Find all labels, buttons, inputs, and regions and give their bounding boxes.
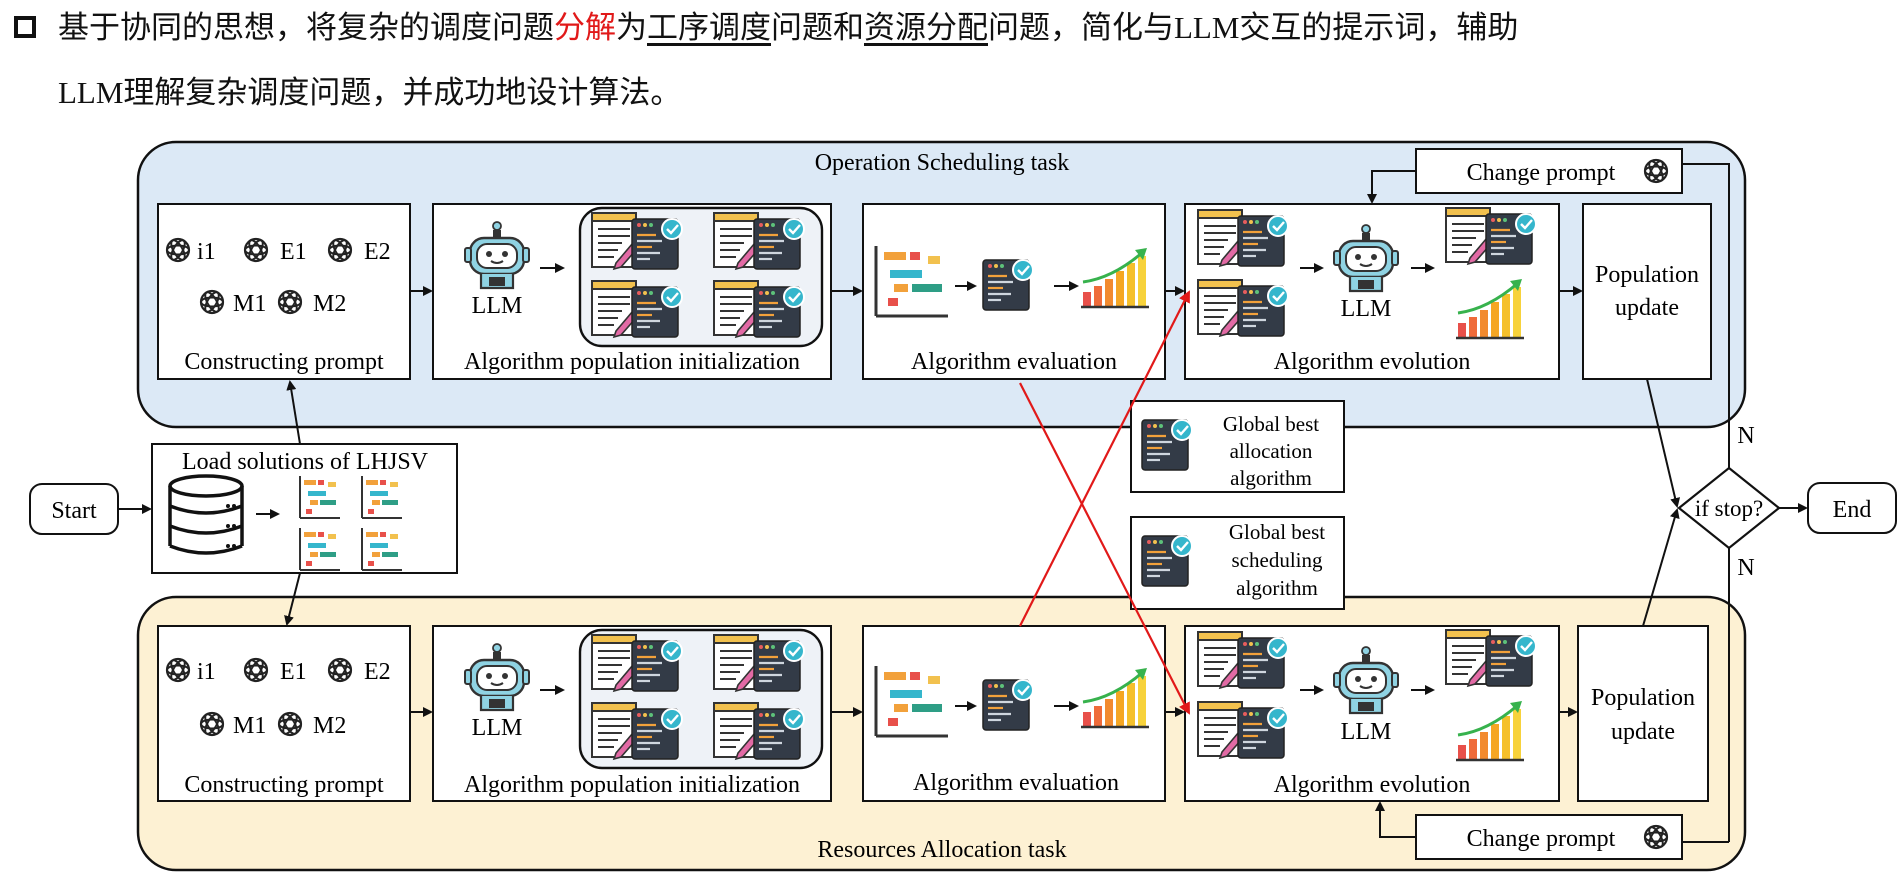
init-label-top: Algorithm population initialization: [464, 349, 800, 375]
llm-label: LLM: [472, 293, 523, 319]
text-seg: 问题，简化与LLM交互的提示词，辅助: [988, 10, 1519, 45]
bottom-task-title: Resources Allocation task: [817, 837, 1066, 863]
if-stop-label: if stop?: [1695, 496, 1763, 521]
algorithm-icon: [1198, 632, 1288, 688]
highlight-decompose: 分解: [554, 10, 616, 45]
red-arrow-alloc-to-sched: [1019, 290, 1190, 627]
population-update-label: Population: [1591, 685, 1695, 711]
n-label-top: N: [1737, 423, 1754, 449]
underline-operation-scheduling: 工序调度: [647, 10, 771, 45]
population-update-label: update: [1611, 719, 1675, 745]
population-update-box-bottom: [1577, 625, 1709, 802]
algorithm-icon: [592, 213, 682, 269]
code-check-icon: [1140, 534, 1194, 588]
algorithm-icon: [714, 635, 804, 691]
change-prompt-label: Change prompt: [1467, 826, 1616, 852]
end-label: End: [1833, 497, 1872, 523]
op-e2: E2: [364, 659, 391, 685]
algorithm-icon: [592, 635, 682, 691]
op-e1: E1: [280, 659, 307, 685]
code-check-icon: [981, 258, 1035, 312]
global-sched-line: scheduling: [1232, 548, 1323, 572]
global-alloc-line: Global best: [1223, 412, 1319, 436]
text-seg: 为: [616, 10, 647, 45]
global-sched-line: algorithm: [1236, 576, 1318, 600]
text-seg: 基于协同的思想，将复杂的调度问题: [58, 10, 554, 45]
prompt-ops-bottom: i1 E1 E2 M1 M2: [165, 657, 391, 739]
algorithm-icon: [592, 703, 682, 759]
llm-label: LLM: [472, 715, 523, 741]
op-i1: i1: [197, 239, 216, 265]
algorithm-icon: [714, 213, 804, 269]
algorithm-icon: [714, 281, 804, 337]
global-alloc-line: allocation: [1230, 439, 1313, 463]
code-check-icon: [1140, 418, 1194, 472]
op-i1: i1: [197, 659, 216, 685]
prompt-ops-top: i1 E1 E2 M1 M2: [165, 237, 391, 317]
population-update-box-top: [1582, 203, 1712, 380]
change-prompt-box-bottom: [1415, 814, 1683, 860]
algorithm-icon: [1198, 210, 1288, 266]
algorithm-icon: [1446, 208, 1536, 264]
constructing-prompt-label-top: Constructing prompt: [184, 349, 384, 375]
population-update-label: update: [1615, 295, 1679, 321]
global-alloc-line: algorithm: [1230, 466, 1312, 490]
bullet-line-2: LLM理解复杂调度问题，并成功地设计算法。: [58, 75, 682, 110]
constructing-prompt-label-bottom: Constructing prompt: [184, 772, 384, 798]
top-task-title: Operation Scheduling task: [815, 150, 1070, 176]
load-solutions-label: Load solutions of LHJSV: [182, 449, 429, 475]
evaluation-label-top: Algorithm evaluation: [911, 349, 1117, 375]
evolution-label-top: Algorithm evolution: [1274, 349, 1471, 375]
population-update-label: Population: [1595, 262, 1699, 288]
n-label-bottom: N: [1737, 555, 1754, 581]
op-m2: M2: [313, 291, 346, 317]
op-m1: M1: [233, 713, 266, 739]
bullet-square-icon: [14, 16, 36, 38]
code-check-icon: [981, 678, 1035, 732]
algorithm-icon: [1198, 702, 1288, 758]
op-m1: M1: [233, 291, 266, 317]
op-e2: E2: [364, 239, 391, 265]
evolution-label-bottom: Algorithm evolution: [1274, 772, 1471, 798]
underline-resource-allocation: 资源分配: [864, 10, 988, 45]
algorithm-icon: [592, 281, 682, 337]
red-arrow-sched-to-alloc: [1019, 382, 1190, 715]
algorithm-icon: [1446, 630, 1536, 686]
end-node: [1807, 482, 1897, 534]
llm-label: LLM: [1341, 296, 1392, 322]
algorithm-icon: [1198, 280, 1288, 336]
algorithm-icon: [714, 703, 804, 759]
text-seg: 问题和: [771, 10, 864, 45]
global-sched-line: Global best: [1229, 520, 1325, 544]
change-prompt-label: Change prompt: [1467, 160, 1616, 186]
init-label-bottom: Algorithm population initialization: [464, 772, 800, 798]
op-m2: M2: [313, 713, 346, 739]
op-e1: E1: [280, 239, 307, 265]
evaluation-label-bottom: Algorithm evaluation: [913, 770, 1119, 796]
change-prompt-box-top: [1415, 148, 1683, 194]
start-label: Start: [51, 498, 97, 524]
bullet-line-1: 基于协同的思想，将复杂的调度问题分解为工序调度问题和资源分配问题，简化与LLM交…: [58, 8, 1518, 48]
llm-label: LLM: [1341, 719, 1392, 745]
